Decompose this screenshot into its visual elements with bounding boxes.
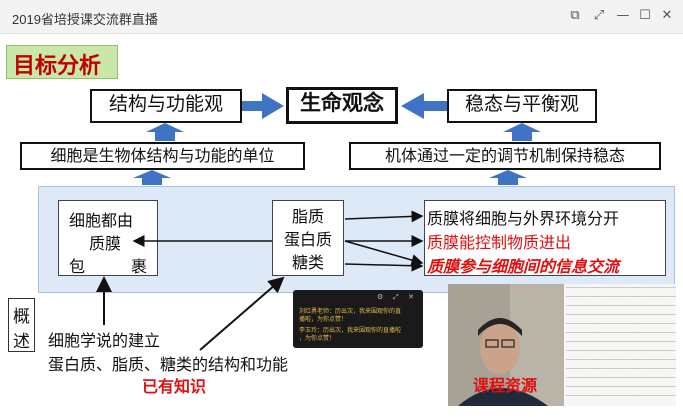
- overlay-close-icon[interactable]: ✕: [408, 293, 414, 301]
- overlay-settings-icon[interactable]: ⚙: [377, 293, 384, 301]
- chem-sugar: 糖类: [291, 253, 324, 272]
- comment-1-line2: 播啦，为你点赞！: [299, 316, 348, 323]
- arrow-prior-to-chem: [199, 276, 285, 351]
- resource-document: ——————————————————————————————————— ————…: [564, 284, 676, 406]
- presenter-video[interactable]: [448, 284, 564, 406]
- live-comment-overlay[interactable]: ⚙ ⤢ ✕ 刘红勇老师：历出次，我来围观你的直 播啦，为你点赞！ 李玉玲：历出次…: [293, 290, 423, 348]
- cell-unit-box: 细胞是生物体结构与功能的单位: [20, 142, 305, 170]
- chemical-composition-box: 脂质 蛋白质 糖类: [272, 200, 344, 276]
- function-separation: 质膜将细胞与外界环境分开: [427, 209, 620, 228]
- cell-box-line1: 细胞都由: [69, 211, 134, 230]
- comment-2-line1: 李玉玲：历出次，我来围观你的直播啦: [299, 327, 402, 334]
- structure-function-label: 结构与功能观: [108, 93, 223, 115]
- homeostasis-box: 稳态与平衡观: [447, 89, 597, 123]
- diagram-arrows: [96, 93, 541, 351]
- arrow-right-to-center: [242, 93, 284, 119]
- window-title: 2019省培授课交流群直播: [12, 12, 158, 27]
- life-concept-box: 生命观念: [286, 87, 398, 124]
- life-concept-label: 生命观念: [300, 91, 384, 115]
- restore-window-icon[interactable]: ⧉: [570, 8, 580, 23]
- chem-protein: 蛋白质: [283, 230, 332, 249]
- close-icon[interactable]: ✕: [661, 8, 673, 23]
- prior-knowledge-label: 已有知识: [142, 377, 207, 396]
- overview-char-1: 概: [13, 307, 30, 327]
- cell-box-line3a: 包: [69, 257, 86, 276]
- cell-unit-label: 细胞是生物体结构与功能的单位: [50, 146, 275, 165]
- function-transport: 质膜能控制物质进出: [427, 233, 572, 252]
- comment-1-line1: 刘红勇老师：历出次，我来围观你的直: [299, 308, 402, 315]
- overlay-expand-icon[interactable]: ⤢: [393, 293, 399, 301]
- fullscreen-icon[interactable]: ⤢: [593, 8, 605, 23]
- arrow-up-left-panel: [133, 170, 171, 185]
- homeostasis-label: 稳态与平衡观: [464, 93, 579, 115]
- prior-cell-theory: 细胞学说的建立: [48, 331, 161, 350]
- prior-biomolecules: 蛋白质、脂质、糖类的结构和功能: [48, 355, 289, 374]
- overview-label-box: 概 述: [8, 298, 35, 352]
- presenter-image: [448, 284, 564, 406]
- chem-lipid: 脂质: [291, 207, 324, 226]
- window-titlebar: 2019省培授课交流群直播 ⧉ ⤢ — ☐ ✕: [0, 0, 683, 34]
- structure-function-box: 结构与功能观: [90, 89, 242, 123]
- presentation-slide: 目标分析 结构与功能观 生命观念 稳态与平衡观 细胞是生物体结构与功能的单位 机…: [0, 35, 683, 417]
- slide-heading: 目标分析: [13, 54, 102, 79]
- regulation-box: 机体通过一定的调节机制保持稳态: [349, 142, 661, 170]
- comment-2-line2: ，为你点赞！: [299, 335, 336, 342]
- minimize-icon[interactable]: —: [616, 8, 630, 23]
- arrow-left-to-center: [401, 93, 447, 119]
- arrow-protein-to-func3: [344, 240, 424, 266]
- arrow-up-left-top: [146, 123, 184, 141]
- arrow-up-right-top: [503, 123, 541, 141]
- cell-box-line3b: 裹: [131, 257, 148, 276]
- membrane-function-box: 质膜将细胞与外界环境分开 质膜能控制物质进出 质膜参与细胞间的信息交流: [424, 200, 666, 276]
- arrow-up-right-panel: [489, 170, 527, 185]
- arrow-sugar-to-func3: [344, 259, 424, 272]
- cell-box-line2: 质膜: [89, 234, 122, 253]
- arrow-lipid-to-func1: [344, 210, 424, 223]
- slide-heading-badge: 目标分析: [6, 45, 118, 79]
- function-signaling: 质膜参与细胞间的信息交流: [427, 257, 620, 276]
- regulation-label: 机体通过一定的调节机制保持稳态: [384, 146, 625, 165]
- course-resources-label: 课程资源: [473, 376, 538, 395]
- maximize-icon[interactable]: ☐: [639, 8, 651, 23]
- overview-char-2: 述: [13, 332, 30, 352]
